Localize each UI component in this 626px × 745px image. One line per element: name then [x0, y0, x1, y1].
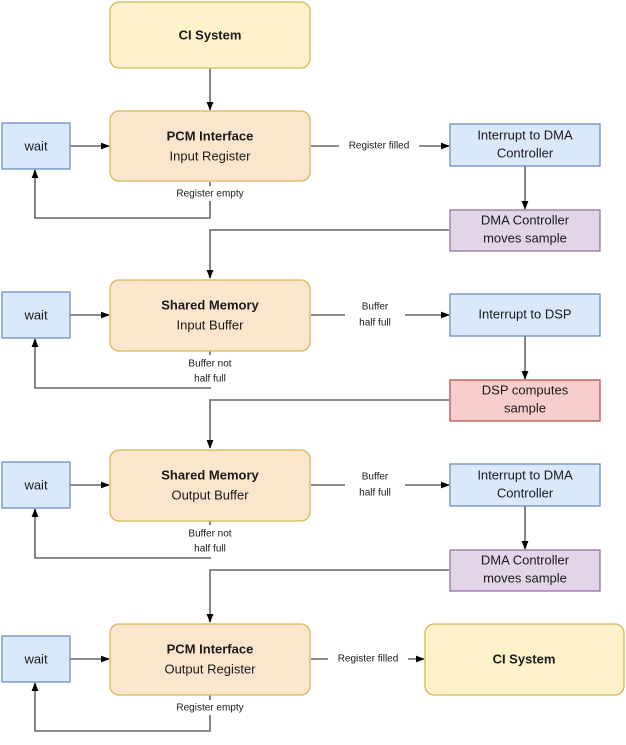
- node-pcm-output-subtitle: Output Register: [164, 661, 256, 676]
- label-plate-buffer-not-half-full-2: [174, 525, 246, 557]
- label-plate-buffer-not-half-full-1: [174, 355, 246, 387]
- node-dma-moves-1-title: DMA Controller: [481, 212, 570, 227]
- node-shared-mem-input-subtitle: Input Buffer: [177, 317, 245, 332]
- node-dsp-computes[interactable]: DSP computes sample: [449, 379, 601, 422]
- node-wait-4-shape[interactable]: [1, 635, 71, 683]
- edge-label-register-empty-2: Register empty: [176, 703, 243, 714]
- label-plate-register-filled-2: [328, 651, 408, 666]
- node-wait-3-title: wait: [23, 477, 48, 492]
- node-dsp-computes-subtitle: sample: [504, 400, 546, 415]
- node-dma-moves-2-shape[interactable]: [449, 549, 601, 592]
- node-dma-moves-2-subtitle: moves sample: [483, 570, 567, 585]
- nodes-layer: CI System wait PCM Interface Input Regis…: [1, 1, 625, 696]
- edge-label-register-filled-2: Register filled: [338, 654, 399, 665]
- edge-label-register-empty-1: Register empty: [176, 189, 243, 200]
- node-interrupt-dma-2[interactable]: Interrupt to DMA Controller: [449, 463, 601, 507]
- edge-dma-moves1-to-shared-input: [206, 229, 449, 279]
- node-dma-moves-2-title: DMA Controller: [481, 552, 570, 567]
- edge-label-buffer-not-half-full-1-line1: Buffer not: [188, 359, 231, 370]
- node-wait-1-shape[interactable]: [1, 122, 71, 170]
- node-ci-system-bottom[interactable]: CI System: [424, 623, 625, 696]
- node-shared-mem-output[interactable]: Shared Memory Output Buffer: [109, 449, 311, 522]
- label-plate-buffer-half-full-2: [345, 468, 405, 500]
- label-plate-register-empty-2: [167, 700, 253, 715]
- node-interrupt-dma-2-title: Interrupt to DMA: [477, 467, 573, 482]
- edge-label-buffer-not-half-full-2-line2: half full: [194, 544, 226, 555]
- node-wait-3[interactable]: wait: [1, 461, 71, 509]
- node-dma-moves-1[interactable]: DMA Controller moves sample: [449, 209, 601, 252]
- node-ci-system-top[interactable]: CI System: [109, 1, 311, 69]
- node-shared-mem-input[interactable]: Shared Memory Input Buffer: [109, 279, 311, 352]
- node-shared-mem-output-subtitle: Output Buffer: [171, 487, 249, 502]
- node-interrupt-dsp[interactable]: Interrupt to DSP: [449, 293, 601, 337]
- node-pcm-output[interactable]: PCM Interface Output Register: [109, 623, 311, 696]
- edge-label-buffer-half-full-2-line1: Buffer: [362, 472, 389, 483]
- node-interrupt-dsp-shape[interactable]: [449, 293, 601, 337]
- node-interrupt-dma-1-shape[interactable]: [449, 123, 601, 167]
- node-shared-mem-output-title: Shared Memory: [161, 467, 259, 482]
- node-ci-system-bottom-shape[interactable]: [424, 623, 625, 696]
- node-pcm-input-shape[interactable]: [109, 110, 311, 182]
- node-pcm-input[interactable]: PCM Interface Input Register: [109, 110, 311, 182]
- node-shared-mem-input-shape[interactable]: [109, 279, 311, 352]
- edge-dma-moves2-to-pcm-output: [206, 569, 449, 623]
- node-wait-1[interactable]: wait: [1, 122, 71, 170]
- edge-labels-layer: Register filled Register empty Buffer ha…: [167, 138, 419, 715]
- node-pcm-input-title: PCM Interface: [167, 128, 254, 143]
- node-wait-3-shape[interactable]: [1, 461, 71, 509]
- node-wait-2-shape[interactable]: [1, 291, 71, 339]
- edge-label-buffer-half-full-1-line2: half full: [359, 318, 391, 329]
- node-dma-moves-2[interactable]: DMA Controller moves sample: [449, 549, 601, 592]
- node-interrupt-dma-1-title: Interrupt to DMA: [477, 127, 573, 142]
- edge-label-buffer-half-full-2-line2: half full: [359, 488, 391, 499]
- node-wait-2[interactable]: wait: [1, 291, 71, 339]
- label-plate-register-filled-1: [339, 138, 419, 153]
- node-interrupt-dma-2-shape[interactable]: [449, 463, 601, 507]
- node-dma-moves-1-shape[interactable]: [449, 209, 601, 252]
- label-plate-register-empty-1: [167, 186, 253, 201]
- node-dsp-computes-title: DSP computes: [482, 382, 569, 397]
- node-ci-system-bottom-title: CI System: [493, 651, 556, 666]
- edge-label-register-filled-1: Register filled: [349, 141, 410, 152]
- node-wait-2-title: wait: [23, 307, 48, 322]
- node-dsp-computes-shape[interactable]: [449, 379, 601, 422]
- node-ci-system-top-shape[interactable]: [109, 1, 311, 69]
- node-interrupt-dma-2-subtitle: Controller: [497, 485, 554, 500]
- node-wait-4[interactable]: wait: [1, 635, 71, 683]
- node-pcm-output-title: PCM Interface: [167, 641, 254, 656]
- edge-dsp-computes-to-shared-output: [206, 399, 449, 449]
- node-pcm-output-shape[interactable]: [109, 623, 311, 696]
- edge-label-buffer-not-half-full-2-line1: Buffer not: [188, 529, 231, 540]
- node-pcm-input-subtitle: Input Register: [170, 148, 252, 163]
- label-plate-buffer-half-full-1: [345, 298, 405, 330]
- edge-label-buffer-not-half-full-1-line2: half full: [194, 374, 226, 385]
- node-interrupt-dma-1[interactable]: Interrupt to DMA Controller: [449, 123, 601, 167]
- node-wait-1-title: wait: [23, 138, 48, 153]
- node-interrupt-dma-1-subtitle: Controller: [497, 145, 554, 160]
- edge-label-buffer-half-full-1-line1: Buffer: [362, 302, 389, 313]
- node-ci-system-top-title: CI System: [179, 27, 242, 42]
- node-shared-mem-output-shape[interactable]: [109, 449, 311, 522]
- node-wait-4-title: wait: [23, 651, 48, 666]
- node-dma-moves-1-subtitle: moves sample: [483, 230, 567, 245]
- node-shared-mem-input-title: Shared Memory: [161, 297, 259, 312]
- node-interrupt-dsp-title: Interrupt to DSP: [478, 306, 571, 321]
